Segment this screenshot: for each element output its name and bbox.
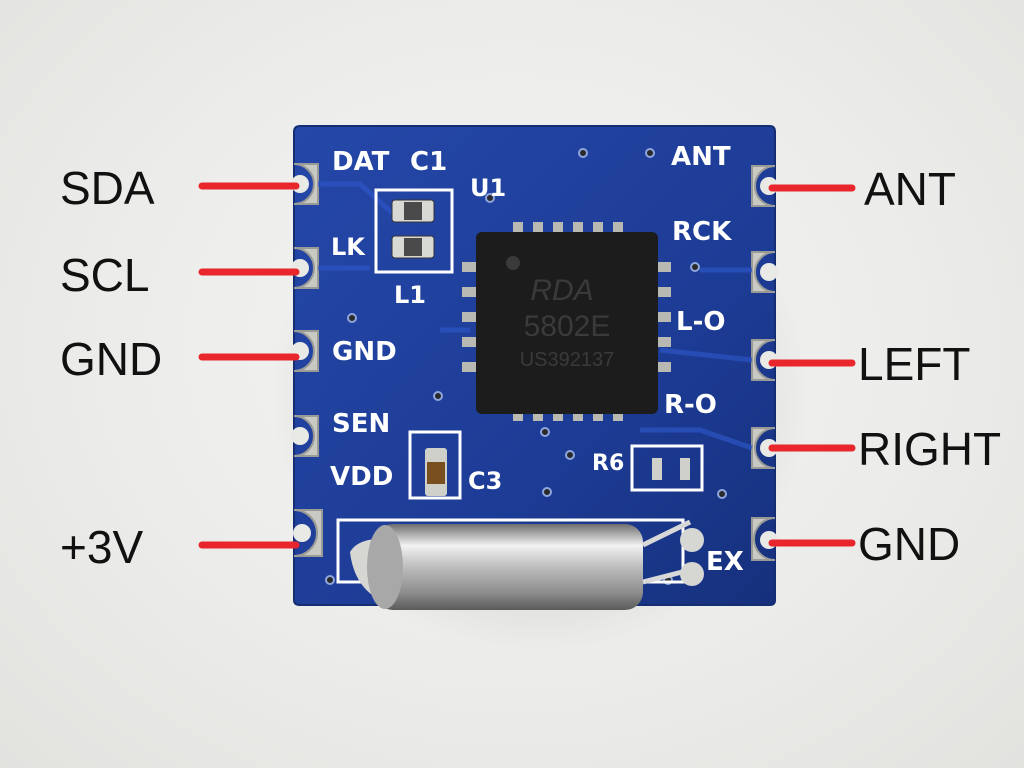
pin-label-scl: SCL <box>60 249 150 301</box>
silk-sen: SEN <box>332 409 390 439</box>
chip-lot: US392137 <box>520 349 615 371</box>
silk-gnd: GND <box>332 337 397 367</box>
silk-ex: EX <box>706 547 744 577</box>
chip-model: 5802E <box>524 310 611 343</box>
silk-r6: R6 <box>592 451 624 476</box>
silk-c1: C1 <box>410 147 447 177</box>
pin-label-right: RIGHT <box>858 423 1002 475</box>
leader-lines <box>198 182 856 549</box>
silk-lk: LK <box>331 233 366 261</box>
silk-vdd: VDD <box>330 462 393 492</box>
component-outline-r6 <box>630 444 704 492</box>
pin-label-gnd-left: GND <box>60 333 163 385</box>
right-pads <box>751 165 776 561</box>
silk-r-o: R-O <box>664 390 717 420</box>
silk-l-o: L-O <box>676 307 725 337</box>
component-outline-u1 <box>374 188 454 274</box>
silk-dat: DAT <box>332 147 390 177</box>
left-pads <box>293 163 323 557</box>
silk-l1: L1 <box>394 281 426 309</box>
silk-u1: U1 <box>470 174 506 202</box>
pin-label-ant: ANT <box>864 163 956 215</box>
component-outline-c3 <box>408 430 462 500</box>
pin-label-gnd-right: GND <box>858 518 961 570</box>
pin-label-left: LEFT <box>858 338 971 390</box>
vias <box>325 148 727 585</box>
pcb-traces <box>318 181 753 451</box>
crystal-oscillator <box>336 518 704 610</box>
chip-logo: RDA <box>530 274 593 307</box>
silk-rck: RCK <box>672 217 732 247</box>
silk-c3: C3 <box>468 467 502 495</box>
pin-label-3v: +3V <box>60 521 144 573</box>
ic-chip: RDA 5802E US392137 <box>462 222 671 421</box>
silk-ant: ANT <box>671 142 731 172</box>
pin-label-sda: SDA <box>60 162 155 214</box>
